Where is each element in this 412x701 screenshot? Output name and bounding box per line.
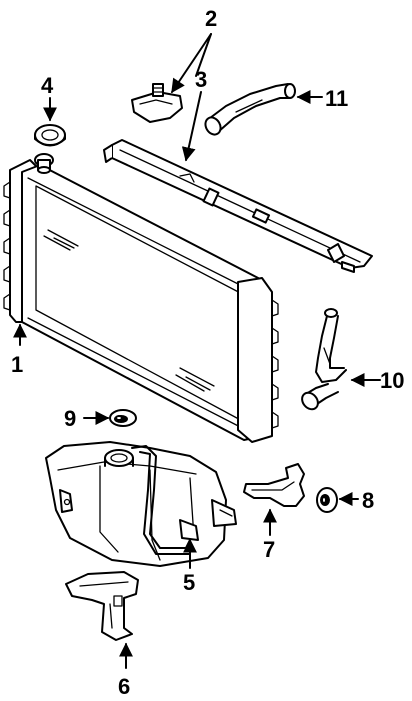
- reservoir-cap: [109, 409, 137, 427]
- reservoir-hose: [243, 463, 305, 507]
- callout-2: 2: [205, 6, 217, 31]
- upper-support: [103, 139, 373, 273]
- callout-4: 4: [41, 73, 54, 98]
- callout-11: 11: [325, 86, 348, 111]
- callout-10: 10: [380, 368, 404, 393]
- upper-hose: [204, 83, 296, 136]
- lower-hose: [301, 308, 347, 411]
- radiator-cap: [34, 124, 66, 147]
- callout-5: 5: [183, 570, 195, 595]
- coolant-reservoir: [45, 441, 237, 567]
- callout-1: 1: [11, 352, 23, 377]
- callout-7: 7: [263, 537, 275, 562]
- callout-9: 9: [64, 406, 76, 431]
- callout-3: 3: [195, 67, 207, 92]
- radiator: [3, 153, 279, 443]
- callout-8: 8: [362, 488, 374, 513]
- grommet: [316, 487, 338, 513]
- reservoir-bracket: [65, 571, 139, 641]
- callout-leaders: [13, 33, 381, 669]
- callout-6: 6: [118, 674, 130, 699]
- upper-insulator: [131, 83, 183, 123]
